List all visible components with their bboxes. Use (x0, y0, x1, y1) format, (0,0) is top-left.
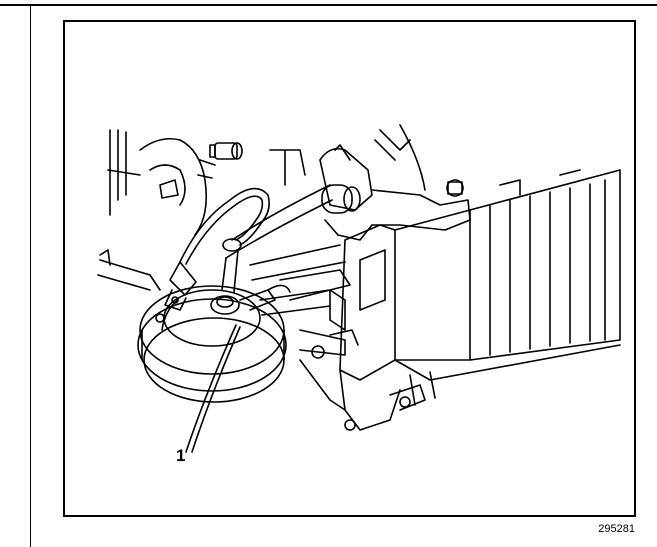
left-margin-rule (30, 4, 31, 547)
bolt (209, 142, 243, 160)
frame-rail (97, 244, 351, 411)
brake-line (179, 187, 270, 265)
figure-number: 295281 (598, 523, 635, 535)
brake-booster (137, 285, 287, 403)
vacuum-hose (221, 184, 333, 293)
top-rule (0, 4, 657, 6)
housing (299, 169, 621, 431)
illustration-frame (63, 20, 636, 517)
callout-label: 1 (176, 446, 186, 465)
callout-leader (185, 324, 241, 453)
engine-block-outline (107, 124, 426, 236)
reservoir-fitting (164, 261, 291, 315)
